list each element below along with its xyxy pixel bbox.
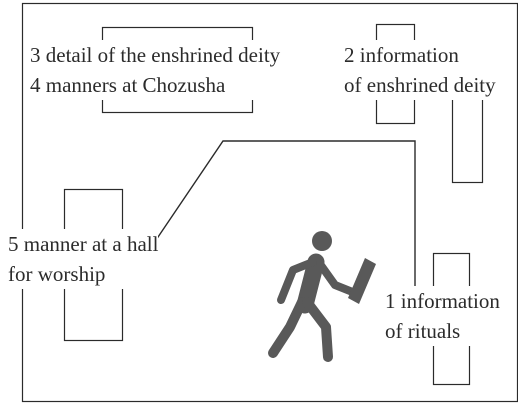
label-2-line1: 2 information — [344, 40, 459, 70]
label-1-line2: of rituals — [385, 319, 461, 343]
label-4-line: 4 manners at Chozusha — [30, 73, 226, 97]
label-3-line: 3 detail of the enshrined deity — [30, 43, 281, 67]
walking-path — [155, 140, 416, 288]
label-5: 5 manner at a hall for worship — [8, 229, 159, 289]
label-1-line1: 1 information — [385, 289, 500, 313]
label-5-line2: for worship — [8, 262, 106, 286]
label-3-4: 3 detail of the enshrined deity 4 manner… — [30, 40, 281, 100]
label-2-line2: of enshrined deity — [344, 73, 496, 97]
person-walking-with-sign-icon — [268, 231, 376, 362]
label-5-line1: 5 manner at a hall — [8, 232, 159, 256]
label-2: 2 information of enshrined deity — [344, 40, 496, 100]
label-1: 1 information of rituals — [385, 286, 500, 346]
